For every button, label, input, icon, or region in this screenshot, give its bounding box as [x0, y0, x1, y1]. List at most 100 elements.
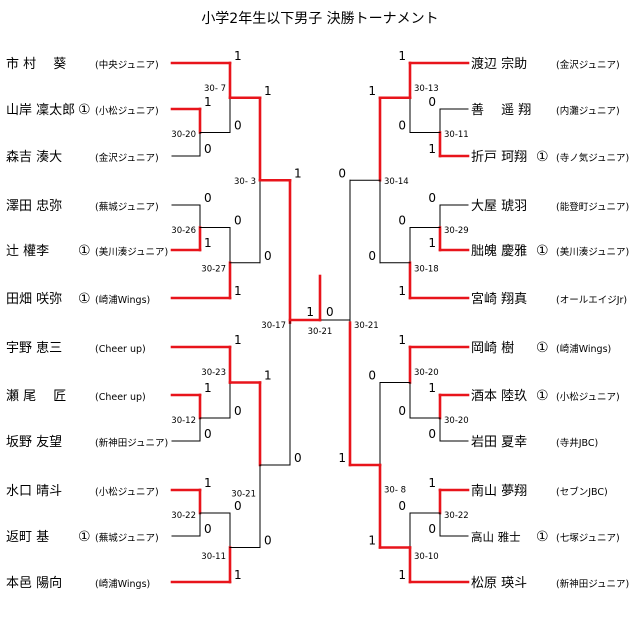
team-name-right: (能登町ジュニア): [556, 201, 629, 213]
match-score-label: 30-21: [231, 490, 256, 500]
match-score-label: 30-18: [414, 265, 439, 275]
player-name-right: 渡辺 宗助: [471, 56, 527, 72]
match-score: 0: [294, 451, 302, 465]
match-score: 0: [398, 119, 406, 133]
team-name-right: (美川湊ジュニア): [556, 246, 629, 258]
match-score-label: 30-20: [444, 416, 469, 426]
team-name-right: (寺井JBC): [556, 437, 598, 449]
player-name-right: 松原 瑛斗: [471, 576, 527, 591]
player-name-right: 大屋 琥羽: [471, 199, 527, 214]
team-name-left: (Cheer up): [95, 344, 146, 355]
match-score-label: 30-22: [171, 511, 196, 521]
player-name-left: 本邑 陽向: [6, 575, 62, 591]
team-name-left: (金沢ジュニア): [95, 152, 159, 164]
team-name-right: (七塚ジュニア): [556, 533, 620, 544]
team-name-right: (小松ジュニア): [556, 391, 620, 403]
match-score: 1: [368, 534, 376, 548]
team-name-left: (小松ジュニア): [95, 486, 159, 498]
match-score: 0: [428, 191, 436, 205]
seed-mark-left: ①: [78, 291, 91, 307]
match-score: 1: [204, 95, 212, 109]
player-name-left: 市 村 葵: [6, 56, 66, 72]
match-score: 0: [428, 427, 436, 441]
match-score-label: 30-12: [171, 416, 196, 426]
match-score: 0: [398, 214, 406, 228]
match-score: 1: [204, 236, 212, 250]
match-score: 1: [234, 49, 242, 63]
team-name-left: (小松ジュニア): [95, 105, 159, 117]
match-score: 0: [338, 166, 346, 180]
player-name-right: 高山 雅士: [471, 530, 521, 544]
match-score: 1: [338, 451, 346, 465]
match-score-label: 30-14: [384, 177, 409, 187]
match-score: 0: [204, 191, 212, 205]
match-score: 0: [204, 427, 212, 441]
player-name-right: 岡崎 樹: [471, 341, 514, 356]
match-score-label: 30- 8: [384, 486, 406, 496]
seed-mark-left: ①: [78, 243, 91, 259]
team-name-left: (中央ジュニア): [95, 59, 159, 71]
team-name-left: (崎浦Wings): [95, 294, 150, 306]
match-score: 1: [264, 84, 272, 98]
match-score-label: 30-20: [171, 130, 196, 140]
seed-mark-left: ①: [78, 102, 91, 118]
player-name-left: 澤田 忠弥: [6, 198, 62, 214]
match-score-label: 30-27: [201, 265, 226, 275]
team-name-right: (新神田ジュニア): [556, 578, 629, 590]
player-name-left: 田畑 咲弥: [6, 291, 62, 307]
player-name-right: 岩田 夏幸: [471, 435, 527, 450]
match-score: 1: [234, 333, 242, 347]
player-name-right: 善 遥 翔: [471, 102, 531, 118]
seed-mark-left: ①: [78, 529, 91, 545]
team-name-left: (美川湊ジュニア): [95, 246, 168, 258]
match-score: 0: [234, 119, 242, 133]
player-name-right: 南山 夢翔: [471, 483, 527, 499]
match-score: 1: [294, 166, 302, 180]
player-name-left: 辻 權李: [6, 244, 49, 259]
player-name-left: 山岸 凜太郎: [6, 103, 75, 118]
match-score-label: 30-17: [261, 321, 286, 331]
match-score-label: 30-26: [171, 226, 196, 236]
match-score-label: 30-22: [444, 511, 469, 521]
match-score: 1: [264, 369, 272, 383]
team-name-right: (寺ノ気ジュニア): [556, 152, 629, 164]
match-score: 1: [204, 476, 212, 490]
match-score-label: 30-11: [444, 130, 469, 140]
match-score: 1: [428, 236, 436, 250]
team-name-left: (蕪城ジュニア): [95, 532, 159, 544]
player-name-left: 瀬 尾 匠: [6, 389, 66, 404]
match-score: 0: [428, 522, 436, 536]
team-name-right: (内灘ジュニア): [556, 105, 620, 117]
team-name-right: (崎浦Wings): [556, 343, 611, 355]
match-score-label: 30- 3: [234, 177, 256, 187]
team-name-right: (オールエイジJr): [556, 295, 627, 306]
match-score: 0: [204, 522, 212, 536]
match-score-label: 30-29: [444, 226, 469, 236]
match-score: 0: [234, 499, 242, 513]
match-score: 1: [398, 284, 406, 298]
match-score: 0: [368, 369, 376, 383]
match-score-label: 30-20: [414, 368, 439, 378]
match-score-label: 30- 7: [204, 84, 226, 94]
match-score: 1: [428, 142, 436, 156]
match-score-label: 30-10: [414, 552, 439, 562]
match-score: 1: [428, 476, 436, 490]
match-score: 1: [204, 381, 212, 395]
team-name-left: (Cheer up): [95, 392, 146, 403]
player-name-right: 朏魄 慶雅: [471, 243, 527, 259]
seed-mark-right: ①: [536, 388, 549, 404]
match-score: 0: [398, 404, 406, 418]
match-score-label: 30-21: [354, 321, 379, 331]
player-name-left: 水口 晴斗: [6, 484, 62, 499]
team-name-right: (セブンJBC): [556, 486, 608, 498]
player-name-right: 宮崎 翔真: [471, 291, 527, 307]
match-score: 0: [204, 142, 212, 156]
player-name-left: 坂野 友望: [6, 434, 62, 450]
team-name-left: (蕪城ジュニア): [95, 201, 159, 213]
final-score-left: 1: [306, 305, 314, 319]
match-score: 1: [398, 333, 406, 347]
seed-mark-right: ①: [536, 340, 549, 356]
player-name-right: 折戸 珂翔: [471, 150, 527, 165]
team-name-right: (金沢ジュニア): [556, 59, 620, 71]
team-name-left: (崎浦Wings): [95, 578, 150, 590]
